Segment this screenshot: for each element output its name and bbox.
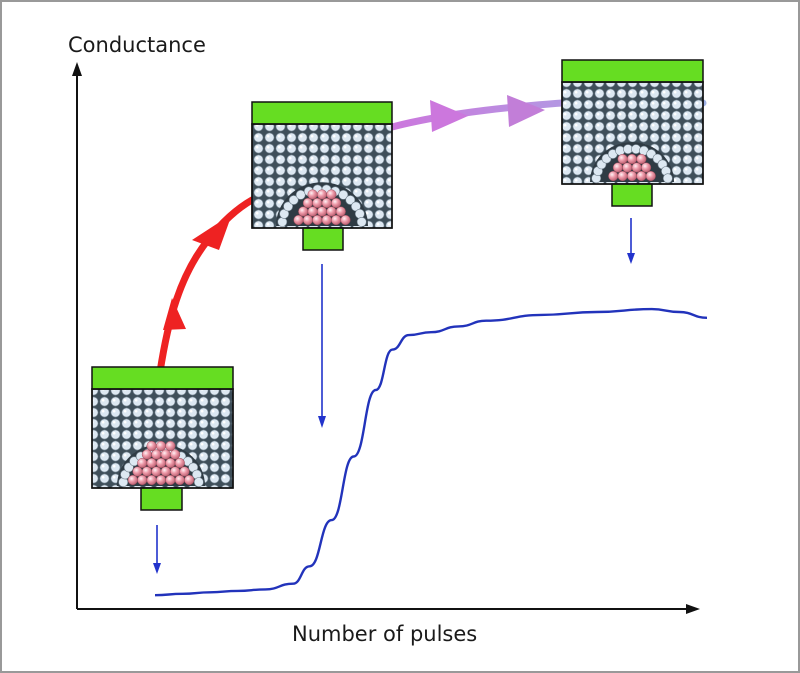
conductance-curve [154, 307, 708, 597]
mid-conductance-state-top-electrode [251, 101, 393, 125]
device-cell-low [91, 366, 234, 511]
device-cell-high [561, 59, 704, 207]
y-axis-arrowhead [72, 62, 82, 76]
high-conductance-state-top-electrode [561, 59, 704, 83]
y-axis-label: Conductance [68, 33, 206, 57]
low-conductance-state-top-electrode [91, 366, 234, 390]
readout-arrows [153, 218, 635, 574]
red-arrowhead-2 [192, 214, 232, 250]
evolution-path-red [156, 196, 256, 376]
readout-arrow-low [153, 563, 161, 574]
violet-arrowhead-2 [507, 95, 545, 127]
red-arrowhead-1 [163, 298, 186, 330]
device-cell-mid [251, 101, 393, 251]
low-conductance-state-bottom-electrode [140, 487, 183, 511]
high-conductance-state-bottom-electrode [611, 183, 653, 207]
violet-arrowhead-1 [430, 100, 468, 132]
x-axis-label: Number of pulses [292, 622, 477, 646]
readout-arrow-high [627, 253, 635, 264]
axes: Conductance Number of pulses [68, 33, 700, 646]
x-axis-arrowhead [686, 604, 700, 614]
readout-arrow-mid [318, 416, 326, 428]
mid-conductance-state-bottom-electrode [302, 227, 344, 251]
